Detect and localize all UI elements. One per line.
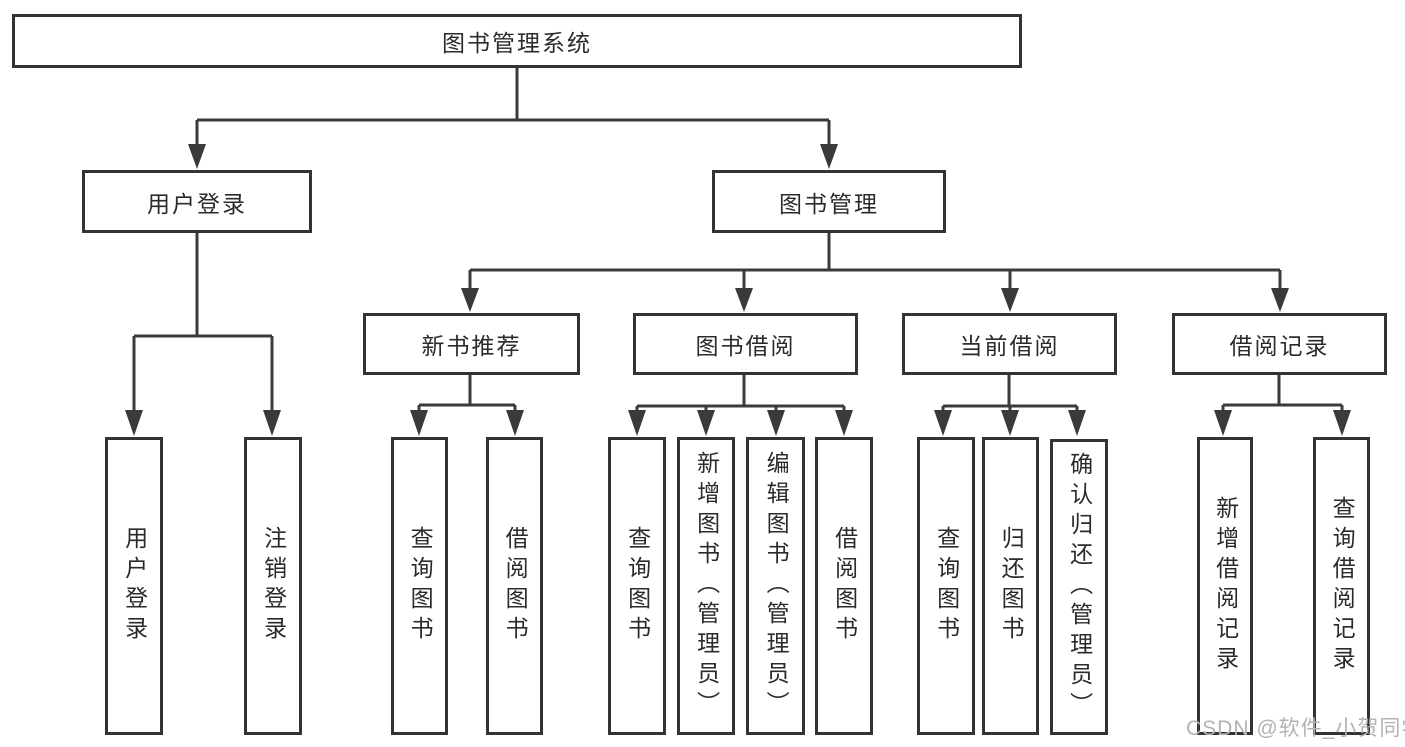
node-current-borrowing: 当前借阅: [902, 313, 1117, 375]
arrowhead-icons: [125, 144, 1351, 436]
leaf-query-books-borrowing: 查询图书: [608, 437, 666, 735]
node-user-login: 用户登录: [82, 170, 312, 233]
node-book-management-label: 图书管理: [779, 190, 879, 217]
leaf-borrow-books-label: 借阅图书: [831, 526, 858, 646]
node-user-login-label: 用户登录: [147, 190, 247, 217]
node-borrow-records: 借阅记录: [1172, 313, 1387, 375]
node-new-book-recommend-label: 新书推荐: [421, 333, 522, 359]
node-new-book-recommend: 新书推荐: [363, 313, 580, 375]
node-borrow-records-label: 借阅记录: [1229, 333, 1330, 359]
node-book-borrowing-label: 图书借阅: [695, 333, 796, 359]
leaf-add-books-admin: 新增图书（管理员）: [677, 437, 735, 735]
leaf-query-books-recommend: 查询图书: [391, 437, 448, 735]
leaf-logout-label: 注销登录: [260, 526, 287, 646]
leaf-borrow-books-recommend: 借阅图书: [486, 437, 543, 735]
node-library-management-system-label: 图书管理系统: [442, 30, 592, 56]
leaf-logout: 注销登录: [244, 437, 302, 735]
leaf-borrow-books-recommend-label: 借阅图书: [502, 526, 529, 646]
leaf-add-books-admin-label: 新增图书（管理员）: [693, 451, 720, 721]
node-library-management-system: 图书管理系统: [12, 14, 1022, 68]
leaf-query-borrow-record: 查询借阅记录: [1313, 437, 1370, 735]
leaf-query-books-current: 查询图书: [917, 437, 975, 735]
leaf-user-login-label: 用户登录: [121, 526, 148, 646]
leaf-edit-books-admin: 编辑图书（管理员）: [746, 437, 805, 735]
leaf-confirm-return-admin: 确认归还（管理员）: [1050, 439, 1108, 735]
csdn-watermark: CSDN @软件_小贺同学: [1186, 717, 1405, 740]
leaf-return-books-label: 归还图书: [998, 526, 1025, 646]
leaf-query-books-recommend-label: 查询图书: [407, 526, 434, 646]
leaf-query-books-borrowing-label: 查询图书: [624, 526, 651, 646]
leaf-borrow-books: 借阅图书: [815, 437, 873, 735]
leaf-query-borrow-record-label: 查询借阅记录: [1329, 496, 1356, 676]
leaf-edit-books-admin-label: 编辑图书（管理员）: [763, 451, 790, 721]
node-book-management: 图书管理: [712, 170, 946, 233]
leaf-query-books-current-label: 查询图书: [933, 526, 960, 646]
leaf-confirm-return-admin-label: 确认归还（管理员）: [1066, 452, 1093, 722]
leaf-return-books: 归还图书: [982, 437, 1039, 735]
node-book-borrowing: 图书借阅: [633, 313, 858, 375]
leaf-user-login: 用户登录: [105, 437, 163, 735]
leaf-add-borrow-record-label: 新增借阅记录: [1212, 496, 1239, 676]
tree-edges: [132, 68, 1344, 412]
node-current-borrowing-label: 当前借阅: [959, 333, 1060, 359]
leaf-add-borrow-record: 新增借阅记录: [1197, 437, 1253, 735]
